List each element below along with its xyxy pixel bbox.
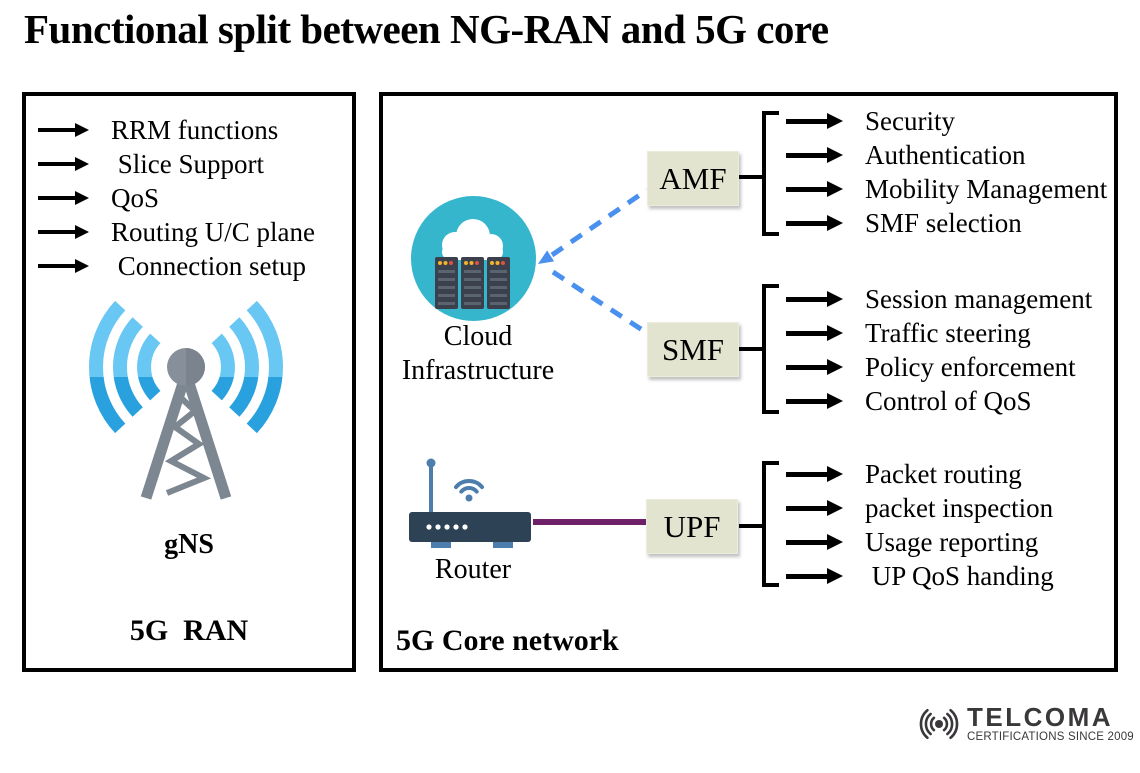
- router-label: Router: [434, 554, 512, 585]
- function-item: QoS: [38, 181, 315, 215]
- function-label: Connection setup: [111, 250, 306, 281]
- function-label: Session management: [865, 283, 1093, 314]
- right-arrow-icon: [786, 113, 843, 129]
- function-item: packet inspection: [786, 491, 1054, 525]
- function-item: Session management: [786, 282, 1092, 316]
- function-label: SMF selection: [865, 207, 1022, 238]
- function-label: UP QoS handing: [865, 560, 1054, 591]
- right-arrow-icon: [786, 393, 843, 409]
- dashed-link-arrowhead: [538, 250, 555, 264]
- cloud-label: Cloud Infrastructure: [383, 320, 573, 388]
- ran-function-list: RRM functions Slice Support QoS Routing …: [38, 113, 315, 283]
- function-label: Packet routing: [865, 458, 1022, 489]
- right-arrow-icon: [38, 157, 89, 171]
- function-label: Mobility Management: [865, 173, 1108, 204]
- function-label: Policy enforcement: [865, 351, 1076, 382]
- right-arrow-icon: [786, 466, 843, 482]
- amf-bracket: [762, 111, 779, 236]
- router-icon: [409, 458, 531, 548]
- smf-function-list: Session management Traffic steering Poli…: [786, 282, 1092, 418]
- upf-box: UPF: [646, 499, 738, 554]
- right-arrow-icon: [786, 181, 843, 197]
- function-label: Traffic steering: [865, 317, 1031, 348]
- function-label: Usage reporting: [865, 526, 1039, 557]
- function-label: Authentication: [865, 139, 1026, 170]
- function-item: Slice Support: [38, 147, 315, 181]
- right-arrow-icon: [786, 325, 843, 341]
- upf-connector: [739, 524, 762, 528]
- smf-connector: [739, 347, 762, 351]
- function-label: QoS: [111, 182, 160, 213]
- function-item: Authentication: [786, 138, 1107, 172]
- function-label: Slice Support: [111, 148, 264, 179]
- function-item: Usage reporting: [786, 525, 1054, 559]
- logo-brand: TELCOMA: [967, 702, 1114, 733]
- right-arrow-icon: [38, 225, 89, 239]
- signal-logo-icon: [919, 708, 959, 740]
- function-label: RRM functions: [111, 114, 279, 145]
- function-item: SMF selection: [786, 206, 1107, 240]
- cloud-label-line1: Cloud: [443, 321, 513, 352]
- ran-panel: RRM functions Slice Support QoS Routing …: [22, 92, 356, 672]
- right-arrow-icon: [786, 147, 843, 163]
- logo-tagline: CERTIFICATIONS SINCE 2009: [967, 731, 1134, 744]
- right-arrow-icon: [786, 568, 843, 584]
- upf-bracket: [762, 461, 779, 587]
- cell-tower-icon: [89, 300, 283, 500]
- right-arrow-icon: [38, 123, 89, 137]
- function-item: Packet routing: [786, 457, 1054, 491]
- cloud-label-line2: Infrastructure: [401, 355, 555, 386]
- smf-box: SMF: [647, 322, 739, 377]
- page-title: Functional split between NG-RAN and 5G c…: [24, 6, 829, 52]
- amf-box: AMF: [647, 151, 739, 206]
- function-item: UP QoS handing: [786, 559, 1054, 593]
- function-item: Control of QoS: [786, 384, 1092, 418]
- amf-connector: [739, 175, 762, 179]
- ran-node-label: gNS: [164, 529, 214, 560]
- function-item: Connection setup: [38, 249, 315, 283]
- ran-panel-label: 5G RAN: [129, 614, 249, 647]
- amf-function-list: Security Authentication Mobility Managem…: [786, 104, 1107, 240]
- function-label: packet inspection: [865, 492, 1054, 523]
- function-label: Control of QoS: [865, 385, 1032, 416]
- function-label: Security: [865, 105, 955, 136]
- right-arrow-icon: [786, 500, 843, 516]
- core-panel-label: 5G Core network: [396, 624, 619, 657]
- right-arrow-icon: [786, 291, 843, 307]
- function-item: Traffic steering: [786, 316, 1092, 350]
- function-item: Policy enforcement: [786, 350, 1092, 384]
- right-arrow-icon: [786, 215, 843, 231]
- right-arrow-icon: [38, 191, 89, 205]
- right-arrow-icon: [786, 534, 843, 550]
- upf-function-list: Packet routing packet inspection Usage r…: [786, 457, 1054, 593]
- function-item: Mobility Management: [786, 172, 1107, 206]
- right-arrow-icon: [786, 359, 843, 375]
- right-arrow-icon: [38, 259, 89, 273]
- core-panel: Cloud Infrastructure AMF Security Authen…: [379, 92, 1118, 672]
- dashed-link-amf: [550, 187, 649, 258]
- smf-bracket: [762, 284, 779, 414]
- function-label: Routing U/C plane: [111, 216, 315, 247]
- function-item: Routing U/C plane: [38, 215, 315, 249]
- logo-text: TELCOMA CERTIFICATIONS SINCE 2009: [967, 704, 1134, 744]
- cloud-infrastructure-icon: [411, 196, 536, 321]
- telcoma-logo: TELCOMA CERTIFICATIONS SINCE 2009: [916, 701, 1134, 747]
- function-item: Security: [786, 104, 1107, 138]
- function-item: RRM functions: [38, 113, 315, 147]
